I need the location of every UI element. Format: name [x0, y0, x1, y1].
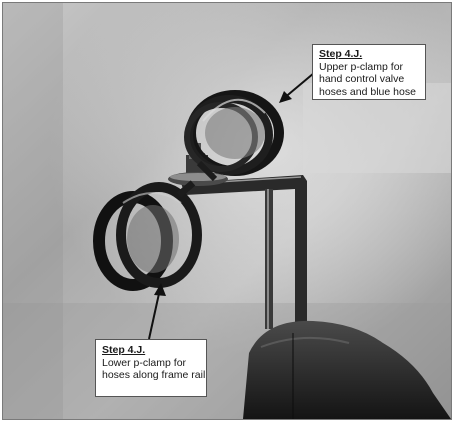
upper-callout-line-1: Upper p-clamp for: [319, 60, 404, 73]
lower-callout-arrow: [148, 283, 166, 340]
lower-callout-line-1: Lower p-clamp for: [102, 356, 187, 369]
upper-p-clamp: [184, 90, 284, 182]
upper-callout-line-3: hoses and blue hose: [319, 85, 416, 98]
gloved-hand: [243, 320, 451, 419]
lower-callout: Step 4.J. Lower p-clamp for hoses along …: [95, 339, 207, 397]
upper-callout-line-2: hand control valve: [319, 73, 405, 85]
lower-callout-line-2: hoses along frame rail: [102, 369, 206, 381]
photo-image: [3, 3, 451, 419]
lower-callout-heading: Step 4.J.: [102, 344, 146, 356]
upper-callout-heading: Step 4.J.: [319, 48, 363, 60]
upper-callout: Step 4.J. Upper p-clamp for hand control…: [312, 44, 426, 100]
lower-p-clamp: [93, 180, 202, 291]
upper-callout-arrow: [279, 72, 315, 103]
